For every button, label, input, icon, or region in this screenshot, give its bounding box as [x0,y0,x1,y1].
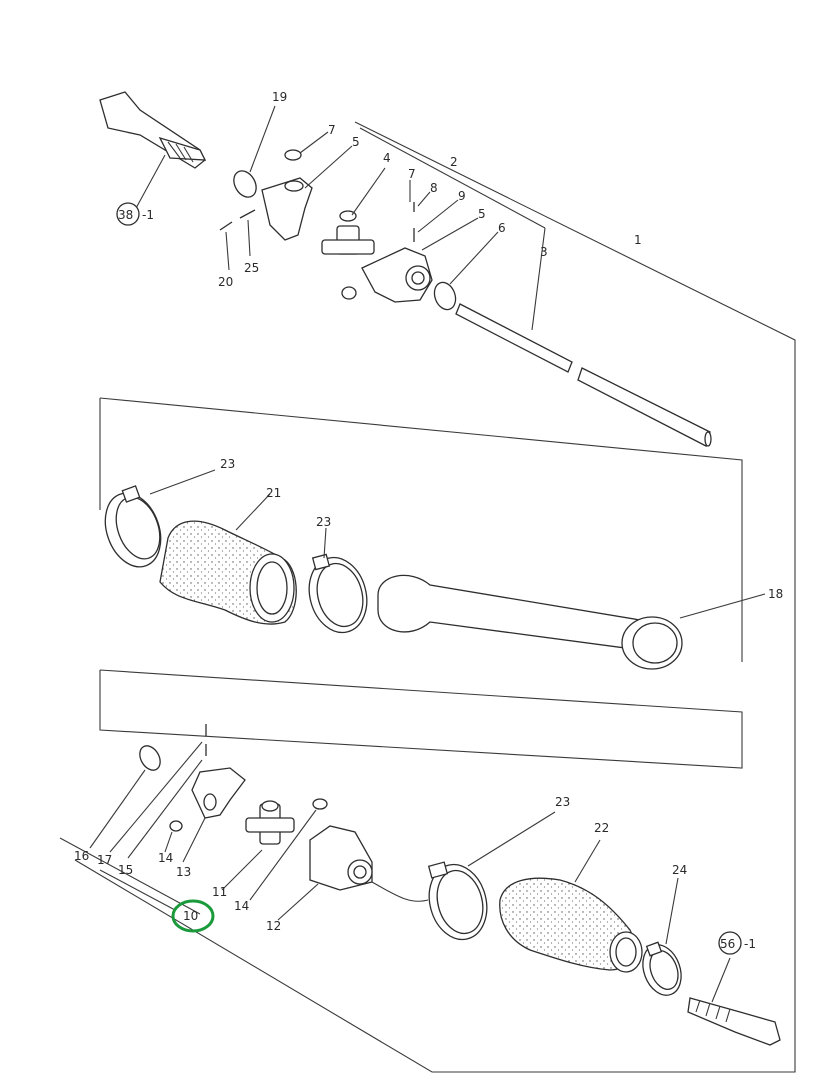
drive-tube-18 [377,574,766,670]
hose-clamp-23-lower [427,811,556,941]
callout-21: 21 [266,486,281,500]
seal-small [341,286,357,300]
circlip-16 [89,745,161,849]
cross-spider-11 [221,800,295,891]
callout-8: 8 [430,181,438,195]
boot-22 [499,839,643,973]
hose-clamp-23-mid [308,527,368,634]
callout-17: 17 [97,853,112,867]
pin-8-9 [409,180,459,242]
callout-1: 1 [634,233,642,247]
callout-6: 6 [498,221,506,235]
callout-4: 4 [383,151,391,165]
callout-5-upper: 5 [352,135,360,149]
callout-23-mid: 23 [316,515,331,529]
callout-13: 13 [176,865,191,879]
hose-clamp-23-left [104,469,216,568]
pins-20-25 [219,209,256,271]
seal-14-left [164,820,183,853]
callout-5-lower: 5 [478,207,486,221]
seal-14-right [249,798,328,901]
callout-25: 25 [244,261,259,275]
input-shaft-38 [99,91,207,211]
callout-23-left: 23 [220,457,235,471]
hose-clamp-24 [642,877,682,996]
ref-38-suffix: -1 [142,208,154,222]
callout-14-left: 14 [158,851,173,865]
yoke-12 [277,825,373,921]
callout-11: 11 [212,885,227,899]
callout-7-lower: 7 [408,167,416,181]
callout-19: 19 [272,90,287,104]
callout-3: 3 [540,245,548,259]
boot-21 [159,493,297,625]
callout-9: 9 [458,189,466,203]
callout-14-right: 14 [234,899,249,913]
clamp-to-boot-link [371,881,429,902]
circlip-6 [433,231,499,311]
callout-20: 20 [218,275,233,289]
ref-38-number: 38 [118,208,133,222]
yoke-13 [182,767,246,863]
callout-24: 24 [672,863,687,877]
ref-56-number: 56 [720,937,735,951]
callout-18: 18 [768,587,783,601]
callout-22: 22 [594,821,609,835]
ref-callout-38: 38 -1 [116,202,154,226]
callout-15: 15 [118,863,133,877]
callout-10: 10 [183,909,198,923]
assembly-bracket-lines [59,121,796,1073]
callout-7-upper: 7 [328,123,336,137]
ref-callout-56: 56 -1 [718,931,756,955]
callout-12: 12 [266,919,281,933]
pins-15-17 [109,724,207,859]
cross-spider-4 [321,167,386,255]
callout-labels: 1 2 3 4 5 5 6 7 7 8 9 10 11 12 13 14 14 … [74,90,783,933]
callout-2: 2 [450,155,458,169]
seal-7-upper [284,131,329,161]
yoke-5-lower [361,217,479,303]
circlip-19 [233,105,276,198]
tube-3 [455,303,712,447]
output-shaft-56 [687,957,781,1046]
callout-16: 16 [74,849,89,863]
callout-23-lower: 23 [555,795,570,809]
ref-56-suffix: -1 [744,937,756,951]
highlight-ring-callout-10 [171,899,215,933]
yoke-5-upper [261,145,353,241]
